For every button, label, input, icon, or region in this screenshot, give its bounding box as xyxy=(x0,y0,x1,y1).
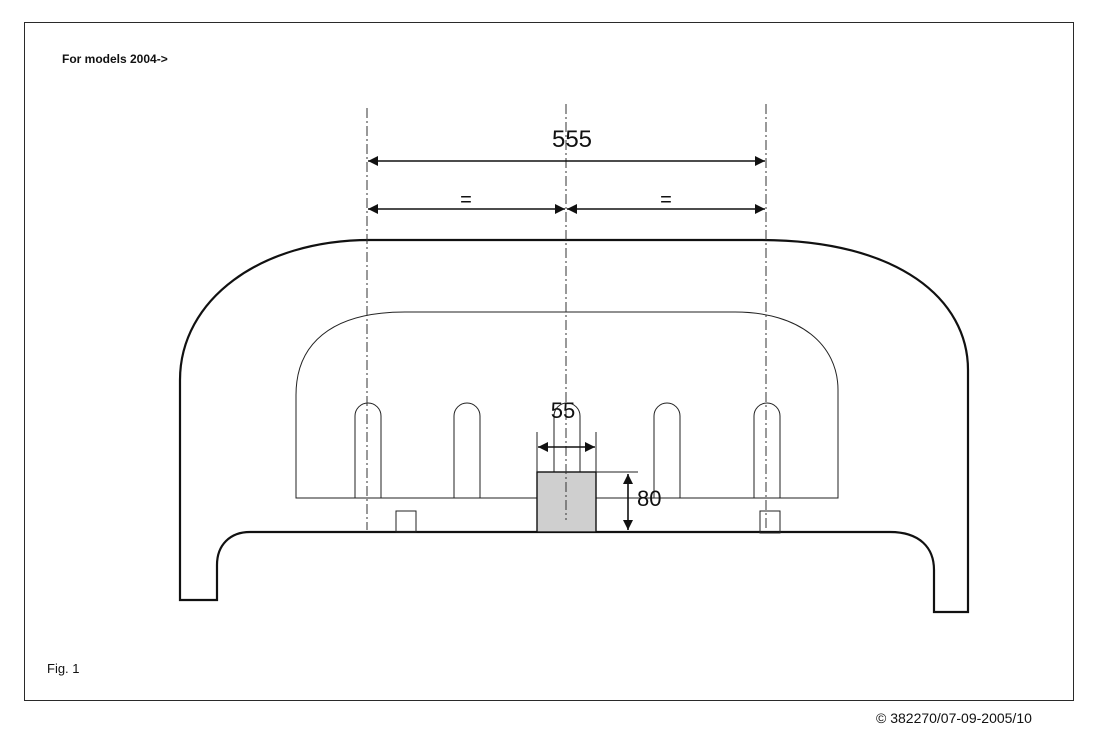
figure-label: Fig. 1 xyxy=(47,661,80,676)
slot-4 xyxy=(653,402,681,498)
slot-1 xyxy=(354,402,382,498)
copyright-note: © 382270/07-09-2005/10 xyxy=(876,710,1032,726)
slot-5 xyxy=(753,402,781,498)
inner-panel-outline xyxy=(295,311,839,499)
models-note: For models 2004-> xyxy=(62,52,168,66)
right-half-label: = xyxy=(660,189,672,211)
left-half-label: = xyxy=(460,189,472,211)
slot-2 xyxy=(453,402,481,498)
block-height-label: 80 xyxy=(637,486,661,511)
block-width-label: 55 xyxy=(551,398,575,423)
right-foot xyxy=(759,510,781,534)
left-foot xyxy=(395,510,417,533)
overall-dimension-label: 555 xyxy=(552,126,592,153)
slot-3 xyxy=(553,402,581,498)
figure-frame xyxy=(24,22,1074,701)
outer-body-outline xyxy=(178,238,970,614)
